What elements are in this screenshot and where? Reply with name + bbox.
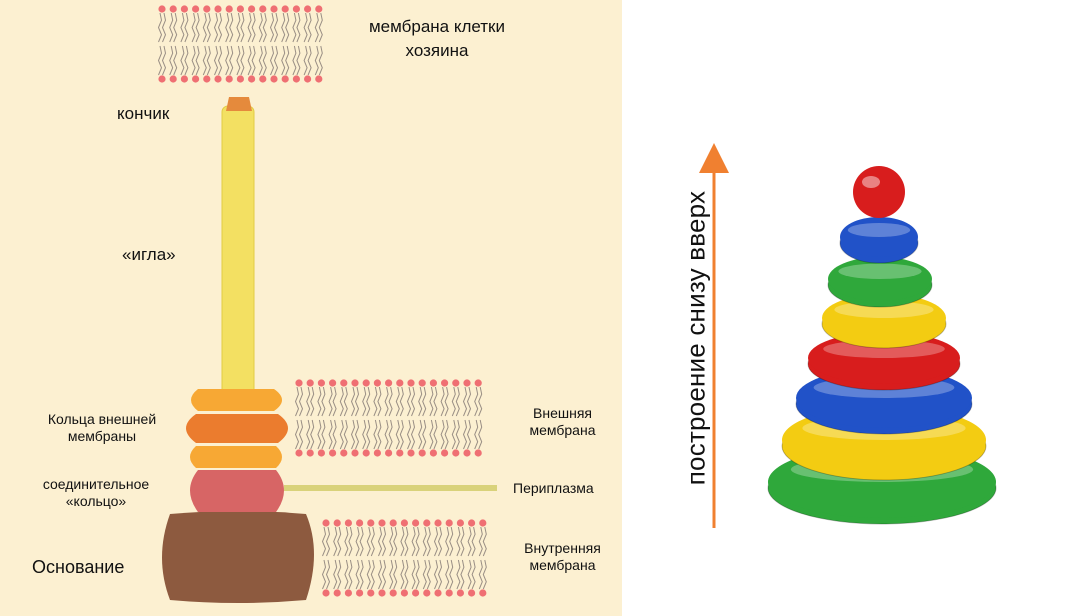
host-membrane-label: мембрана клетки хозяина <box>368 17 505 60</box>
toy-ring-7 <box>839 217 919 264</box>
needle-tip <box>226 97 252 111</box>
toy-illustration <box>699 143 997 528</box>
build-direction-caption: построение снизу вверх <box>680 190 711 486</box>
toy-ring-4 <box>807 332 961 391</box>
toy-ring-6 <box>827 257 933 308</box>
outer-ring-middle <box>186 414 288 443</box>
outer-membrane-label: Внешняя мембрана <box>529 405 596 438</box>
host-cell-membrane <box>157 5 323 83</box>
toy-top-ball <box>853 166 905 218</box>
diagram-panel: мембрана клетки хозяина кончик «игла» Ко… <box>0 0 622 616</box>
base <box>162 511 314 603</box>
toy-panel <box>622 0 1092 616</box>
connector-ring <box>190 470 284 512</box>
membranes-group <box>157 5 487 597</box>
ring-pyramid-toy <box>767 166 997 525</box>
outer-rings-label: Кольца внешней мембраны <box>47 411 157 444</box>
inner-membrane-label: Внутренняя мембрана <box>524 540 601 573</box>
periplasm-line <box>284 485 497 491</box>
needle <box>221 105 255 397</box>
needle-label: «игла» <box>122 245 176 264</box>
secretion-system-diagram <box>157 5 497 603</box>
outer-ring-top <box>191 389 282 411</box>
periplasm-label: Периплазма <box>513 480 594 496</box>
outer-membrane <box>294 379 483 457</box>
inner-membrane <box>321 519 487 597</box>
base-label: Основание <box>32 557 125 577</box>
tip-label: кончик <box>117 104 170 123</box>
outer-ring-bottom <box>190 446 282 468</box>
toy-ring-5 <box>821 294 947 349</box>
connector-ring-label: соединительное «кольцо» <box>42 476 150 509</box>
